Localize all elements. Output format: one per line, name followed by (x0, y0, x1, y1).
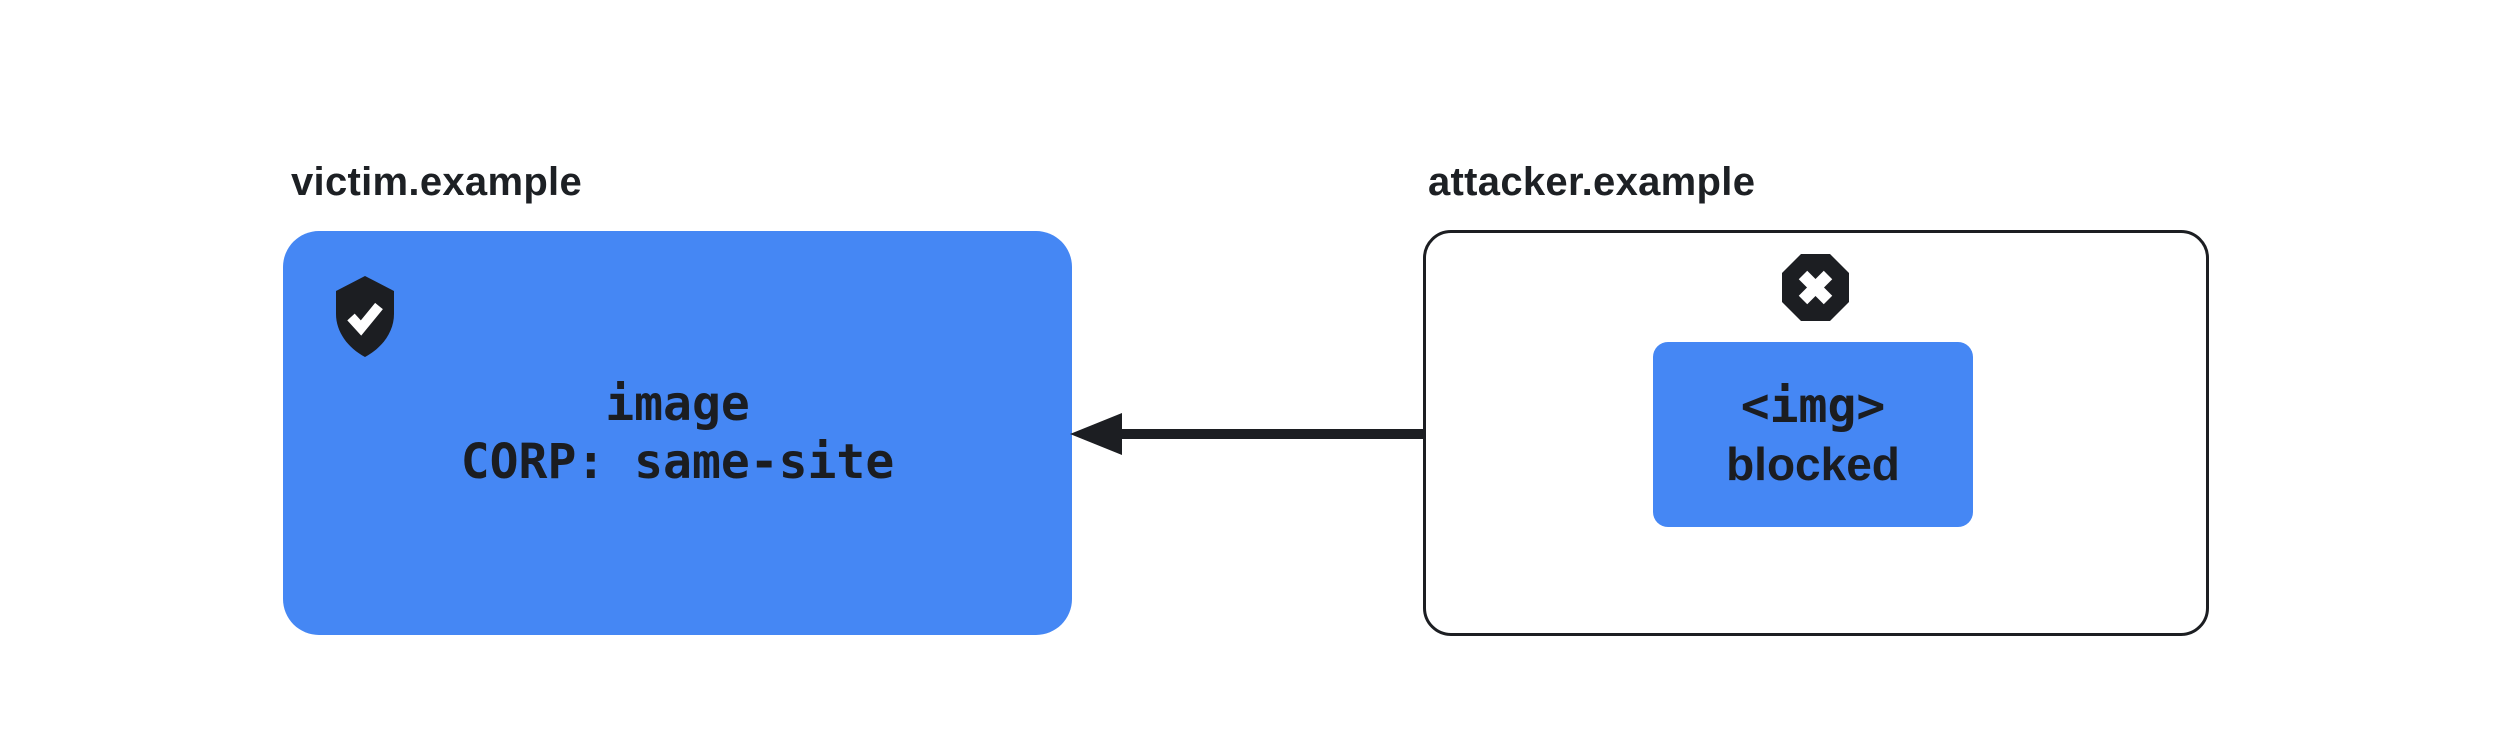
corp-header-text: CORP: same-site (460, 434, 895, 490)
victim-resource-box: image CORP: same-site (283, 231, 1072, 635)
request-arrow-line (1118, 429, 1653, 439)
attacker-domain-label: attacker.example (1428, 160, 1756, 204)
shield-check-icon (336, 276, 394, 357)
octagon-x-icon (1782, 254, 1849, 321)
victim-domain-label: victim.example (291, 160, 583, 204)
request-arrow-head (1070, 413, 1122, 455)
img-tag-text: <img> (1740, 377, 1886, 434)
img-request-box: <img> blocked (1653, 342, 1973, 527)
resource-type-text: image (605, 376, 750, 432)
blocked-text: blocked (1726, 437, 1900, 490)
